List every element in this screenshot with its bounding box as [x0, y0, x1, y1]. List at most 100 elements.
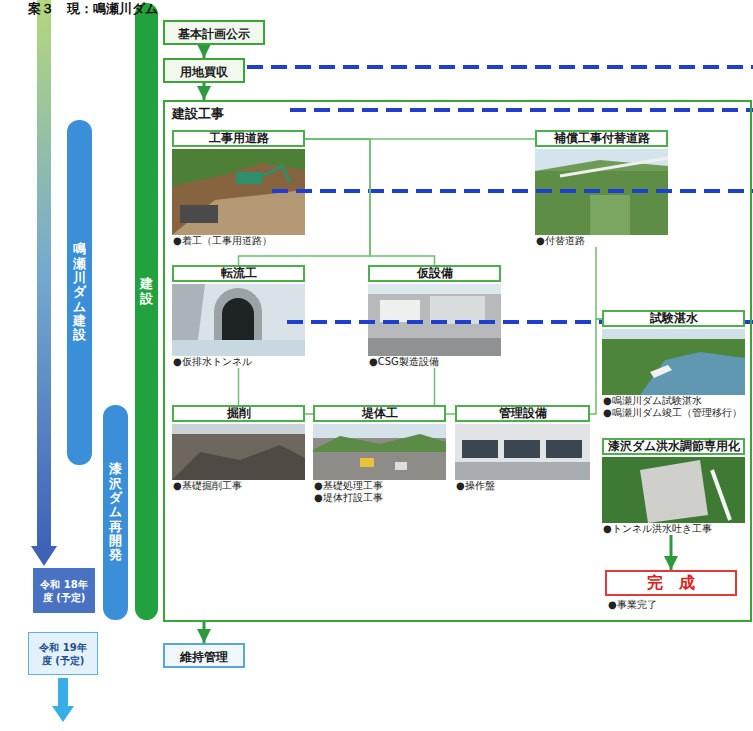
control-panel [504, 440, 540, 458]
connector [203, 45, 206, 58]
photo-sky [368, 284, 501, 294]
photo [313, 424, 446, 480]
control-panel [462, 440, 498, 458]
connector [596, 247, 602, 319]
connector [590, 319, 602, 414]
connector [434, 368, 436, 405]
photo [172, 424, 305, 480]
process-box: 用地買収 [163, 58, 245, 83]
caption: ●操作盤 [455, 480, 590, 492]
band-label: 漆沢ダム再開発 [109, 462, 122, 562]
card-heading: 仮設備 [368, 265, 501, 282]
timeline-arrowhead [31, 546, 57, 566]
band-label: 鳴瀬川ダム建設 [73, 242, 86, 342]
tunnel-portal [214, 288, 262, 340]
caption: ●鳴瀬川ダム試験湛水 [602, 395, 745, 407]
step-card: 堤体工 ●基礎処理工事●堤体打設工事 [313, 405, 446, 504]
phase-band: 漆沢ダム再開発 [103, 405, 128, 620]
step-card: 工事用道路●着工（工事用道路） [172, 130, 305, 247]
process-box: 基本計画公示 [163, 20, 265, 45]
photo [455, 424, 590, 480]
photo-road [172, 190, 305, 235]
photo [602, 329, 745, 395]
timeline-arrow [58, 678, 68, 708]
card-heading: 工事用道路 [172, 130, 305, 147]
connector [305, 413, 313, 415]
caption: ●トンネル洪水吐き工事 [602, 523, 745, 535]
card-heading: 掘削 [172, 405, 305, 422]
bridge [560, 158, 668, 176]
step-card: 転流工 ●仮排水トンネル [172, 265, 305, 368]
photo [172, 284, 305, 356]
step-card: 管理設備 ●操作盤 [455, 405, 590, 492]
completion-box: 完 成 ●事業完了 [605, 570, 737, 611]
control-desk [455, 462, 590, 480]
step-card: 漆沢ダム洪水調節専用化●トンネル洪水吐き工事 [602, 438, 745, 535]
page-note: 案３ 現：鳴瀬川ダム [28, 1, 158, 16]
excavator-arm [262, 166, 290, 182]
dam-body [650, 365, 672, 378]
step-card: 掘削 ●基礎掘削工事 [172, 405, 305, 492]
connector [239, 139, 371, 265]
group-frame: 建設工事工事用道路●着工（工事用道路） 補償工事付替道路 ●付替道路転流工 ●仮排水ト… [163, 100, 752, 622]
card-heading: 補償工事付替道路 [535, 130, 668, 147]
step-card: 補償工事付替道路 ●付替道路 [535, 130, 668, 247]
photo [602, 457, 745, 523]
caption: ●基礎掘削工事 [172, 480, 305, 492]
control-panel [546, 440, 582, 458]
plant-building [380, 300, 420, 322]
card-heading: 堤体工 [313, 405, 446, 422]
group-heading: 建設工事 [172, 106, 224, 121]
year-label: 令和 19年度 (予定) [38, 641, 88, 667]
caption: ●基礎処理工事 [313, 480, 446, 492]
connector [238, 368, 240, 405]
year-box: 令和 18年度 (予定) [33, 568, 95, 613]
timeline-arrowhead [52, 706, 74, 722]
phase-band: 鳴瀬川ダム建設 [67, 120, 92, 465]
photo-lake [640, 352, 745, 395]
completion-label: 完 成 [605, 570, 737, 596]
year-box: 令和 19年度 (予定) [28, 632, 98, 675]
photo-trees [172, 149, 305, 186]
caption: ●事業完了 [605, 599, 737, 611]
photo-hill [313, 434, 446, 452]
timeline-arrow [37, 0, 51, 548]
caption: ●仮排水トンネル [172, 356, 305, 368]
step-card: 試験湛水 ●鳴瀬川ダム試験湛水●鳴瀬川ダム竣工（管理移行） [602, 310, 745, 419]
spillway [712, 470, 730, 520]
photo-sky [602, 329, 745, 339]
card-heading: 管理設備 [455, 405, 590, 422]
dashed-marker [290, 108, 753, 112]
photo-forest [590, 195, 630, 235]
connector [305, 139, 435, 265]
process-box: 維持管理 [163, 643, 245, 668]
card-heading: 試験湛水 [602, 310, 745, 327]
photo [535, 149, 668, 235]
connector [203, 83, 206, 100]
box-label: 用地買収 [180, 65, 228, 79]
step-card: 仮設備 ●CSG製造設備 [368, 265, 501, 368]
caption: ●堤体打設工事 [313, 492, 446, 504]
dam-body [640, 460, 708, 523]
machine [395, 462, 407, 470]
band-label: 建設 [140, 277, 153, 306]
card-heading: 転流工 [172, 265, 305, 282]
box-label: 基本計画公示 [178, 27, 250, 41]
photo-ground [368, 338, 501, 356]
plant-building [430, 296, 485, 324]
truck [180, 205, 218, 223]
phase-band: 建設 [135, 3, 158, 620]
photo-sky [172, 424, 305, 434]
caption: ●CSG製造設備 [368, 356, 501, 368]
dashed-marker [272, 189, 753, 193]
year-label: 令和 18年度 (予定) [39, 578, 89, 604]
caption: ●付替道路 [535, 235, 668, 247]
caption: ●鳴瀬川ダム竣工（管理移行） [602, 407, 745, 419]
machine [360, 458, 374, 467]
box-label: 維持管理 [180, 650, 228, 664]
excavator [236, 172, 262, 184]
connector [203, 622, 206, 643]
photo-rubble [172, 445, 305, 480]
photo-cliff [172, 284, 205, 340]
dashed-marker [247, 65, 753, 69]
